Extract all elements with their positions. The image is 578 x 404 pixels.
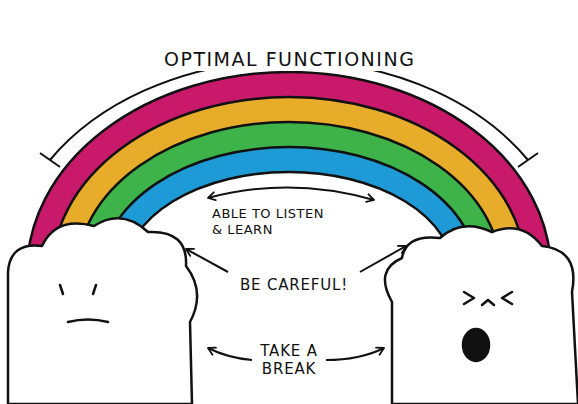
arrow (208, 348, 252, 360)
arrow (186, 249, 228, 272)
arrow (360, 246, 406, 272)
bracket-tick (40, 153, 60, 167)
upset-face (463, 292, 512, 361)
double-arrow (208, 187, 374, 200)
right-cloud (385, 226, 578, 404)
zone-label: TAKE A BREAK (249, 342, 329, 378)
range-bracket (50, 61, 528, 160)
bracket-tick (518, 153, 538, 167)
zone-label: BE CAREFUL! (240, 276, 348, 294)
range-label: OPTIMAL FUNCTIONING (158, 48, 421, 71)
zone-label: ABLE TO LISTEN & LEARN (212, 206, 337, 237)
left-cloud (8, 218, 197, 404)
sad-face (60, 285, 108, 322)
arrow (326, 348, 384, 360)
